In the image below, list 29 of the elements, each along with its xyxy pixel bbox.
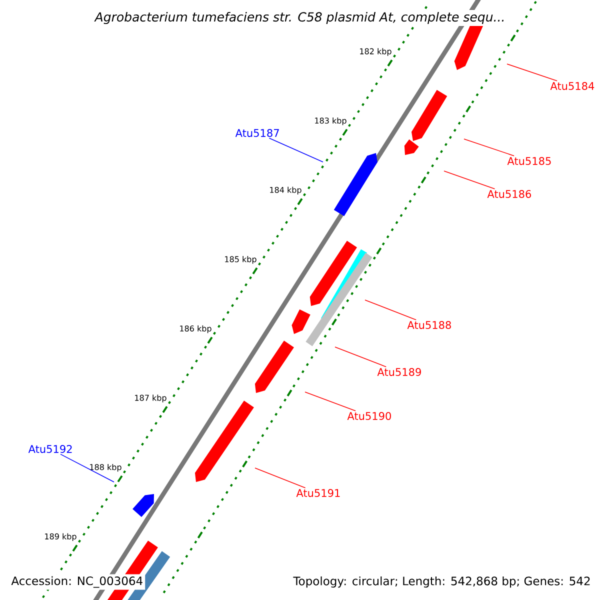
accession-label: Accession: NC_003064 bbox=[9, 574, 146, 590]
leader-line bbox=[334, 346, 387, 368]
leader-line bbox=[506, 64, 558, 82]
gene-label: Atu5187 bbox=[235, 129, 279, 137]
gene-label: Atu5191 bbox=[296, 489, 340, 497]
title: Agrobacterium tumefaciens str. C58 plasmid At, complete sequ... bbox=[92, 10, 508, 26]
leader-line bbox=[60, 454, 114, 482]
scale-label: 187 kbp bbox=[135, 394, 166, 402]
gene-label: Atu5184 bbox=[550, 82, 594, 90]
leader-line bbox=[268, 138, 324, 162]
scale-label: 185 kbp bbox=[225, 256, 256, 264]
scale-label: 189 kbp bbox=[45, 533, 76, 541]
scale-label: 183 kbp bbox=[315, 117, 346, 126]
leader-line bbox=[364, 300, 417, 320]
leader-line bbox=[304, 392, 356, 412]
gene-label: Atu5188 bbox=[407, 321, 451, 329]
gene-label: Atu5189 bbox=[377, 368, 421, 376]
leader-line bbox=[254, 468, 306, 488]
scale-label: 186 kbp bbox=[180, 325, 212, 334]
leader-line bbox=[464, 138, 514, 156]
scale-label: 182 kbp bbox=[360, 48, 392, 56]
leader-line bbox=[444, 170, 496, 190]
scale-label: 188 kbp bbox=[90, 464, 122, 472]
summary-label: Topology: circular; Length: 542,868 bp; Genes: 542 bbox=[293, 576, 590, 588]
gene-label: Atu5186 bbox=[487, 190, 532, 198]
gene-label: Atu5185 bbox=[507, 157, 551, 165]
scale-label: 184 kbp bbox=[270, 186, 302, 194]
gene-label: Atu5190 bbox=[347, 412, 391, 420]
gene-label: Atu5192 bbox=[28, 445, 72, 453]
